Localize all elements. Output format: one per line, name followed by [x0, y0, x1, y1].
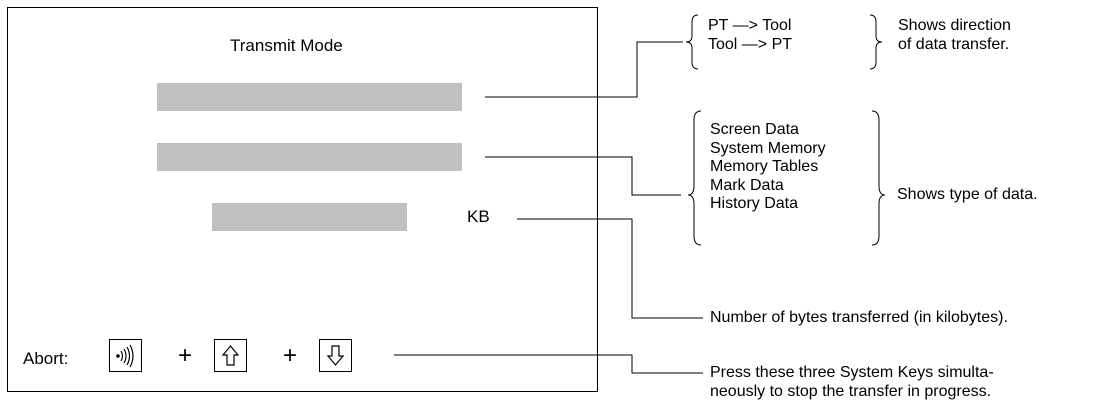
- direction-description-line: of data transfer.: [898, 35, 1010, 53]
- data-type-option: Memory Tables: [710, 158, 819, 175]
- direction-leader-line: [485, 41, 683, 98]
- abort-description-line: neously to stop the transfer in progress…: [710, 382, 992, 400]
- data-type-close-brace: [871, 110, 886, 246]
- transmit-screen-panel: [7, 7, 598, 392]
- data-type-field: [157, 143, 462, 171]
- data-type-options: Screen Data System Memory Memory Tables …: [710, 121, 826, 214]
- up-key[interactable]: [214, 339, 247, 372]
- screen-title: Transmit Mode: [230, 36, 343, 55]
- data-type-option: History Data: [710, 195, 799, 212]
- direction-close-brace: [869, 14, 883, 70]
- data-type-open-brace: [687, 110, 702, 246]
- transmit-key[interactable]: [109, 339, 142, 372]
- plus-sign: +: [283, 342, 298, 369]
- bytes-field: [212, 203, 407, 231]
- abort-description-line: Press these three System Keys simulta-: [710, 364, 994, 381]
- plus-sign: +: [178, 342, 193, 369]
- data-type-option: Screen Data: [710, 121, 799, 138]
- direction-option: PT —> Tool: [708, 17, 792, 34]
- direction-open-brace: [685, 14, 699, 70]
- kb-unit-label: KB: [467, 207, 490, 226]
- data-type-description: Shows type of data.: [897, 186, 1038, 203]
- abort-description: Press these three System Keys simulta- n…: [710, 364, 994, 401]
- abort-leader-line: [394, 354, 703, 374]
- up-arrow-icon: [221, 345, 240, 366]
- down-arrow-icon: [326, 345, 345, 366]
- bytes-description: Number of bytes transferred (in kilobyte…: [710, 309, 1008, 326]
- abort-label: Abort:: [23, 349, 69, 368]
- transmit-signal-icon: [116, 344, 134, 368]
- direction-options: PT —> Tool Tool —> PT: [708, 17, 792, 54]
- data-type-option: Mark Data: [710, 176, 784, 194]
- direction-field: [157, 83, 462, 111]
- data-type-leader-line: [485, 156, 681, 196]
- direction-option: Tool —> PT: [708, 35, 793, 53]
- bytes-leader-line: [517, 218, 703, 319]
- data-type-option: System Memory: [710, 139, 826, 157]
- down-key[interactable]: [319, 339, 352, 372]
- direction-description-line: Shows direction: [898, 17, 1011, 34]
- direction-description: Shows direction of data transfer.: [898, 17, 1011, 54]
